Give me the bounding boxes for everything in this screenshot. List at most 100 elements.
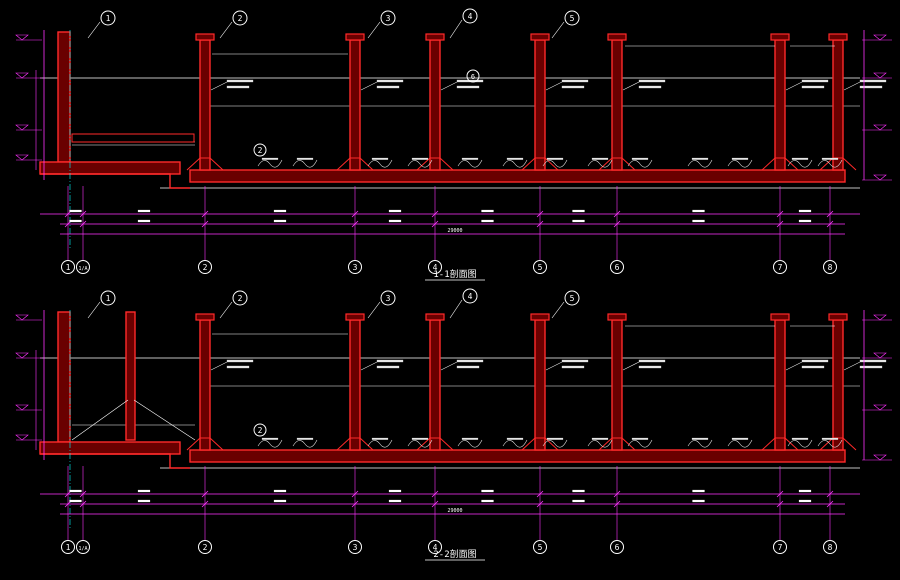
floor-callout-curve bbox=[502, 159, 528, 168]
dim-tick bbox=[826, 220, 834, 228]
dim-tick bbox=[826, 500, 834, 508]
elevation-marker-left bbox=[15, 314, 29, 321]
axis-label: 8 bbox=[828, 543, 833, 552]
callout-marker-label: 2 bbox=[258, 426, 263, 435]
note-leader bbox=[440, 81, 458, 91]
dim-tick bbox=[431, 500, 439, 508]
dim-tick bbox=[613, 210, 621, 218]
detail-leader bbox=[449, 299, 463, 319]
floor-callout-curve bbox=[787, 159, 813, 168]
floor-callout-curve bbox=[687, 439, 713, 448]
left-chamber-beam bbox=[71, 133, 195, 143]
pier-wall-axis-6 bbox=[611, 319, 623, 451]
dim-tick bbox=[613, 500, 621, 508]
pier-haunch bbox=[186, 157, 224, 171]
section-title: 1-1剖面图 bbox=[433, 268, 476, 280]
note-leader bbox=[360, 361, 378, 371]
elevation-marker-right bbox=[873, 404, 887, 411]
left-chamber-slab bbox=[39, 161, 181, 175]
detail-leader bbox=[87, 21, 101, 39]
axis-bubble-7 bbox=[773, 260, 787, 274]
callout-marker-label: 2 bbox=[258, 146, 263, 155]
axis-bubble-1 bbox=[61, 540, 75, 554]
note-text-stub bbox=[859, 79, 887, 83]
pier-wall-axis-8 bbox=[832, 39, 844, 171]
dim-value-stub bbox=[137, 489, 151, 493]
pier-haunch bbox=[336, 437, 374, 451]
axis-label: 5 bbox=[538, 263, 543, 272]
elevation-marker-right bbox=[873, 72, 887, 79]
floor-callout-curve bbox=[627, 159, 653, 168]
axis-label: 6 bbox=[615, 263, 620, 272]
dim-value-stub bbox=[69, 219, 82, 223]
axis-label: 8 bbox=[828, 263, 833, 272]
detail-marker-label: 2 bbox=[238, 14, 243, 23]
dim-tick bbox=[536, 490, 544, 498]
floor-callout-text bbox=[821, 437, 839, 440]
dim-tick bbox=[79, 490, 87, 498]
dim-tick bbox=[613, 490, 621, 498]
detail-leader bbox=[219, 301, 233, 319]
floor-callout-curve bbox=[787, 439, 813, 448]
dim-value-stub bbox=[572, 209, 585, 213]
dim-tick bbox=[776, 490, 784, 498]
pier-haunch bbox=[598, 157, 636, 171]
dim-tick bbox=[351, 220, 359, 228]
left-outer-wall bbox=[57, 311, 71, 443]
floor-callout-text bbox=[461, 437, 479, 440]
floor-callout-curve bbox=[457, 439, 483, 448]
floor-callout-text bbox=[296, 157, 314, 160]
axis-bubble-3 bbox=[348, 260, 362, 274]
floor-callout-text bbox=[791, 157, 809, 160]
dim-tick bbox=[536, 500, 544, 508]
elevation-marker-left bbox=[15, 352, 29, 359]
floor-callout-text bbox=[731, 157, 749, 160]
axis-label: 2 bbox=[203, 543, 208, 552]
note-text-stub bbox=[801, 359, 829, 363]
dim-tick bbox=[776, 500, 784, 508]
note-leader bbox=[622, 361, 640, 371]
dim-value-stub bbox=[481, 489, 494, 493]
floor-callout-curve bbox=[587, 159, 613, 168]
floor-callout-curve bbox=[817, 439, 843, 448]
pier-wall-axis-8 bbox=[832, 319, 844, 451]
dim-tick bbox=[431, 220, 439, 228]
dim-tick bbox=[776, 220, 784, 228]
note-leader bbox=[210, 81, 228, 91]
axis-label: 3 bbox=[353, 543, 358, 552]
floor-callout-text bbox=[461, 157, 479, 160]
axis-label: 4 bbox=[433, 263, 438, 272]
dim-value-stub bbox=[273, 499, 287, 503]
floor-callout-text bbox=[546, 157, 564, 160]
bottom-slab bbox=[189, 169, 846, 183]
floor-callout-curve bbox=[727, 439, 753, 448]
floor-callout-text bbox=[821, 157, 839, 160]
axis-bubble-7 bbox=[773, 540, 787, 554]
pier-cap-axis-2 bbox=[195, 33, 215, 41]
note-text-stub bbox=[801, 365, 825, 369]
axis-bubble-4 bbox=[428, 260, 442, 274]
detail-marker-label: 3 bbox=[386, 14, 391, 23]
pier-haunch bbox=[416, 157, 454, 171]
floor-callout-text bbox=[411, 437, 429, 440]
pier-cap-axis-5 bbox=[530, 33, 550, 41]
axis-label: 1/A bbox=[78, 266, 87, 272]
floor-callout-text bbox=[546, 437, 564, 440]
floor-callout-text bbox=[791, 437, 809, 440]
dim-tick bbox=[201, 220, 209, 228]
dim-value-stub bbox=[481, 219, 494, 223]
left-outer-wall bbox=[57, 31, 71, 163]
elevation-marker-right bbox=[873, 454, 887, 461]
dim-tick bbox=[776, 210, 784, 218]
pier-cap-axis-8 bbox=[828, 313, 848, 321]
detail-marker-label: 3 bbox=[386, 294, 391, 303]
dim-value-stub bbox=[273, 489, 287, 493]
detail-marker-label: 1 bbox=[106, 14, 111, 23]
axis-label: 4 bbox=[433, 543, 438, 552]
dim-tick bbox=[431, 210, 439, 218]
axis-bubble-5 bbox=[533, 260, 547, 274]
detail-marker bbox=[564, 10, 580, 26]
dim-tick bbox=[826, 210, 834, 218]
